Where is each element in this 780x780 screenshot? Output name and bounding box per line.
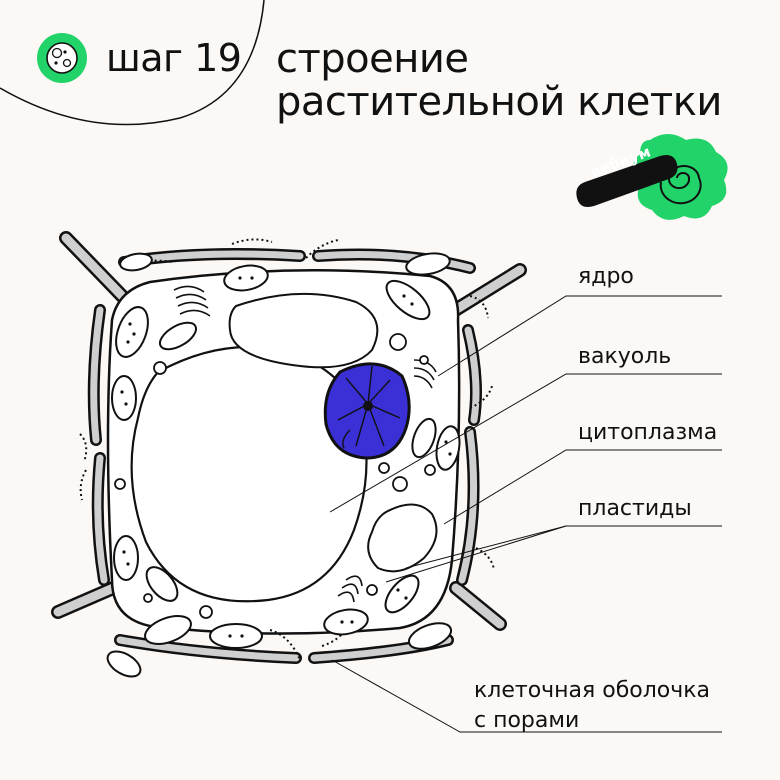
leader-lines	[329, 295, 722, 733]
nucleus	[323, 362, 411, 460]
step-label: шаг 19	[106, 36, 242, 80]
small-vacuole-bottom	[367, 503, 438, 573]
plastid-dots	[120, 276, 452, 638]
label-cell-wall-line-1: клеточная оболочка	[474, 678, 711, 703]
plasmodesmata	[79, 238, 495, 661]
golgi-bodies	[173, 285, 437, 603]
label-nucleus: ядро	[578, 264, 634, 289]
title-line-1: строение	[276, 36, 469, 82]
header-arc	[0, 0, 265, 126]
brand-logo-icon	[576, 134, 728, 220]
page-title: строение растительной клетки	[276, 38, 722, 124]
label-cell-wall: клеточная оболочка с порами	[474, 676, 710, 736]
vesicles	[114, 333, 436, 619]
plastids	[106, 252, 461, 678]
title-line-2: растительной клетки	[276, 79, 722, 125]
label-plastids: пластиды	[578, 496, 692, 521]
small-vacuole-top	[228, 292, 379, 369]
label-cytoplasm: цитоплазма	[578, 420, 718, 445]
step-badge-icon	[37, 33, 87, 83]
label-cell-wall-line-2: с порами	[474, 708, 580, 733]
label-vacuole: вакуоль	[578, 344, 672, 369]
